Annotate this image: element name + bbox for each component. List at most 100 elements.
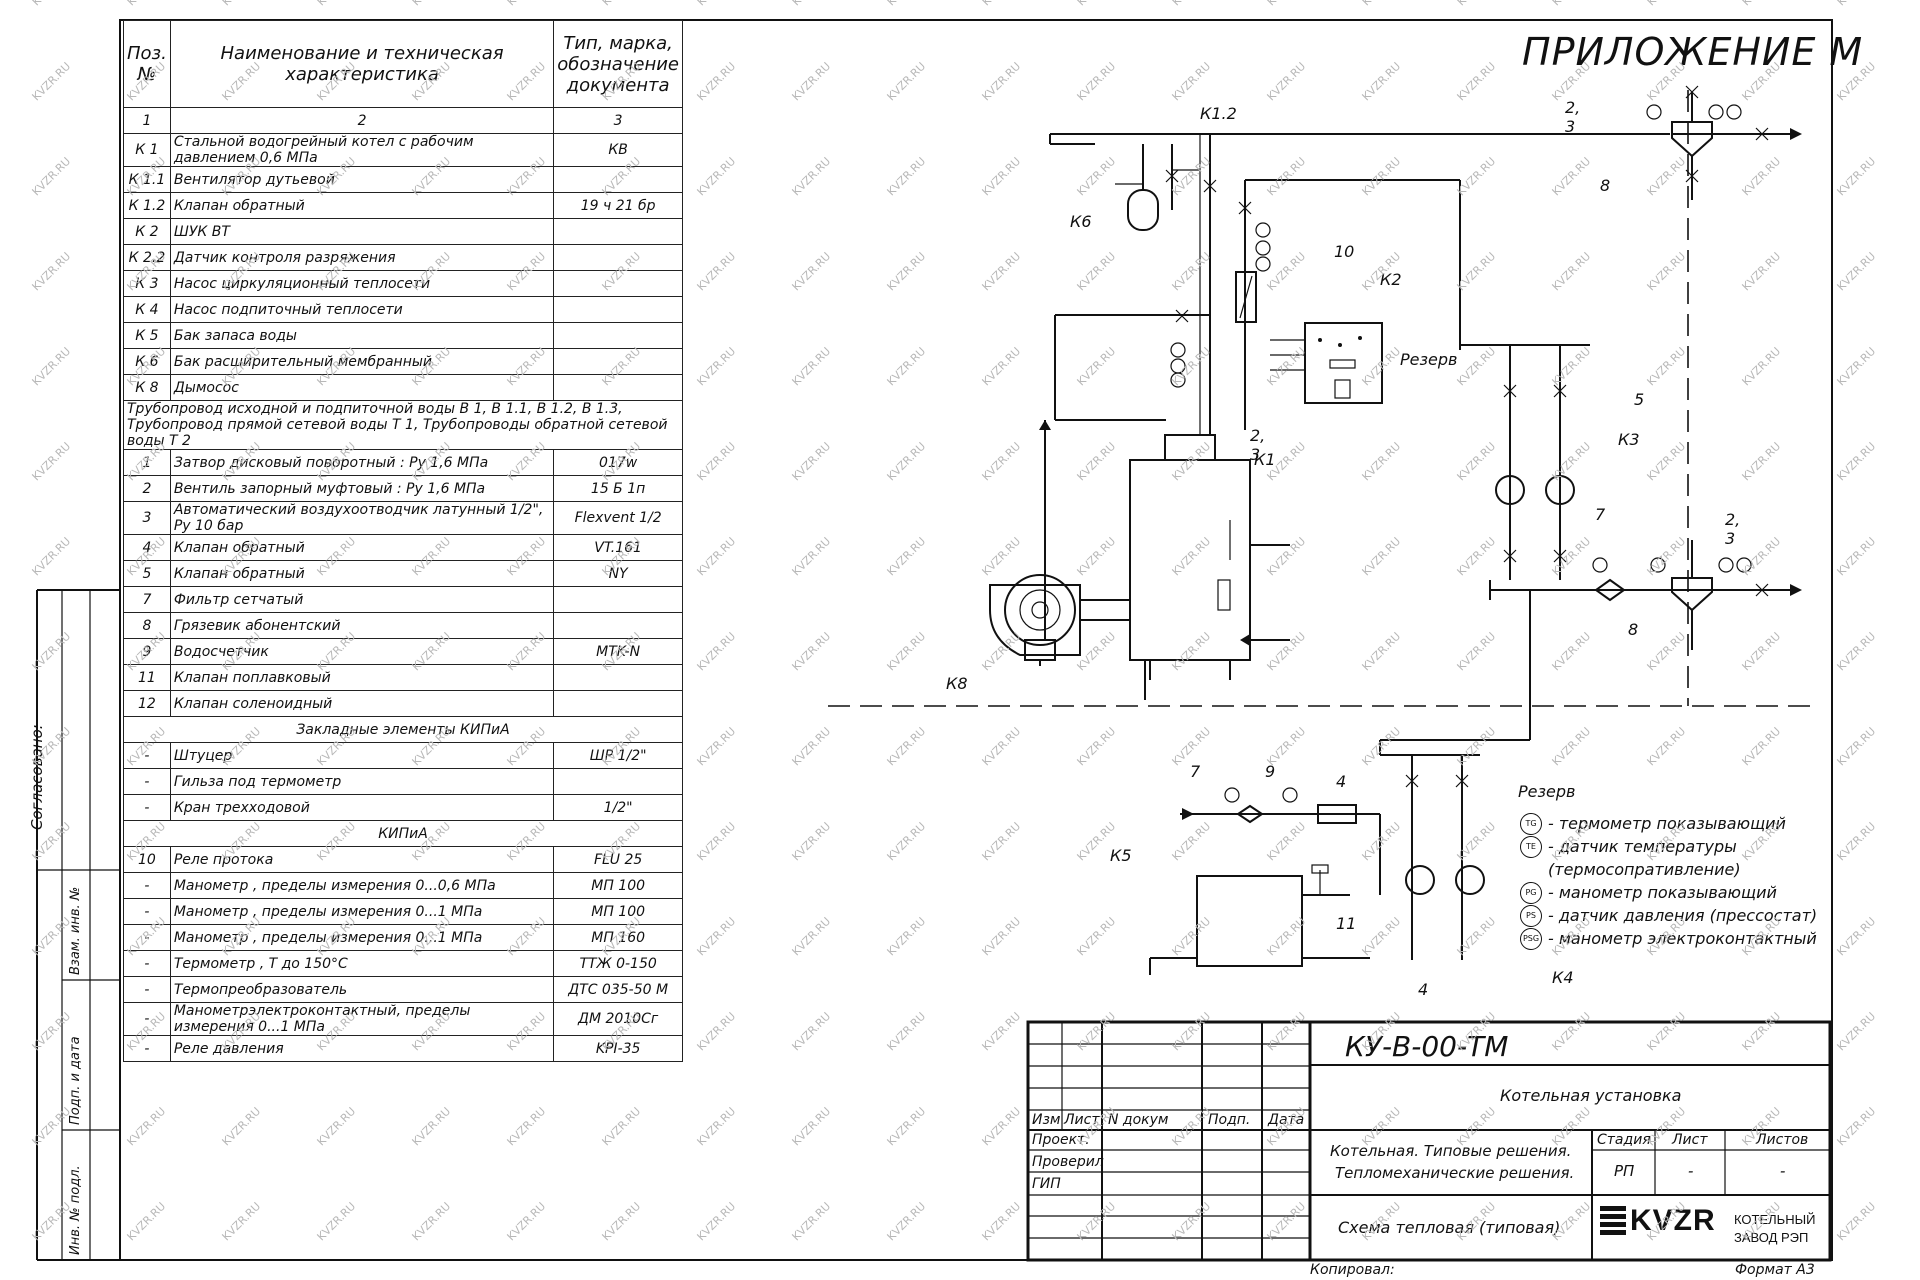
cell-name: ШУК ВТ: [169, 218, 555, 245]
legend-symbol-icon: TE: [1520, 835, 1542, 858]
row-proekt: Проект.: [1032, 1132, 1090, 1148]
cell-pos: -: [123, 1002, 171, 1036]
spec-section-embedded: Закладные элементы КИПиА: [123, 716, 683, 743]
cell-name: Автоматический воздухоотводчик латунный …: [169, 501, 555, 535]
cell-pos: -: [123, 924, 171, 951]
cell-type: [553, 322, 683, 349]
label-n23-c: 2, 3: [1725, 510, 1741, 548]
cell-pos: 7: [123, 586, 171, 613]
cell-pos: 5: [123, 560, 171, 587]
hdr-podp: Подп.: [1208, 1112, 1251, 1128]
cell-name: Клапан обратный: [169, 560, 555, 587]
label-k3: К3: [1618, 430, 1640, 449]
label-n4-a: 4: [1336, 772, 1347, 791]
col-name-header: Наименование и техническая характеристик…: [169, 20, 555, 108]
label-n11: 11: [1336, 914, 1357, 933]
list-value: -: [1688, 1162, 1694, 1180]
cell-pos: К 5: [123, 322, 171, 349]
spec-section-kip: КИПиА: [123, 820, 683, 847]
exhauster-k8: [989, 574, 1130, 666]
cell-type: [553, 218, 683, 245]
label-k1: К1: [1254, 450, 1276, 469]
label-n5: 5: [1634, 390, 1645, 409]
cell-type: ДМ 2010Сг: [553, 1002, 683, 1036]
label-n8-b: 8: [1628, 620, 1639, 639]
cell-type: ШР 1/2": [553, 742, 683, 769]
doc-code: КУ-В-00-ТМ: [1345, 1030, 1509, 1063]
cell-type: VT.161: [553, 534, 683, 561]
inv-label: Инв. № подл.: [68, 1165, 83, 1255]
left-stamp-frame: [36, 589, 120, 1261]
cell-pos: -: [123, 898, 171, 925]
cell-name: Насос циркуляционный теплосети: [169, 270, 555, 297]
cell-name: Кран трехходовой: [169, 794, 555, 821]
legend-item: PSG - манометр электроконтактный: [1520, 927, 1817, 950]
legend-text: (термосопративление): [1548, 860, 1741, 879]
cell-pos: 1: [123, 449, 171, 476]
cell-pos: К 3: [123, 270, 171, 297]
cell-name: Стальной водогрейный котел с рабочим дав…: [169, 133, 555, 167]
label-reserve-1: Резерв: [1400, 350, 1458, 369]
legend-symbol-icon: PG: [1520, 881, 1542, 904]
boiler-riser: [1165, 134, 1217, 435]
label-reserve-2: Резерв: [1518, 782, 1576, 801]
cell-name: Грязевик абонентский: [169, 612, 555, 639]
cell-type: [553, 166, 683, 193]
legend-item: PG - манометр показывающий: [1520, 881, 1817, 904]
cell-name: Термопреобразователь: [169, 976, 555, 1003]
cell-name: Водосчетчик: [169, 638, 555, 665]
legend-text: - манометр показывающий: [1548, 883, 1777, 902]
cell-type: 19 ч 21 бр: [553, 192, 683, 219]
cell-type: FLU 25: [553, 846, 683, 873]
cell-pos: -: [123, 976, 171, 1003]
specification-table: Поз. № Наименование и техническая характ…: [123, 20, 683, 1062]
mud-collector-top: [1646, 85, 1769, 200]
supply-header-pipe: [1049, 128, 1802, 145]
cell-type: 15 Б 1п: [553, 475, 683, 502]
control-cabinet-k2: [1270, 322, 1383, 404]
cell-name: Манометр , пределы измерения 0...1 МПа: [169, 898, 555, 925]
cell-pos: 12: [123, 690, 171, 717]
legend-text: - датчик температуры: [1548, 837, 1737, 856]
cell-pos: -: [123, 1035, 171, 1062]
cell-type: КВ: [553, 133, 683, 167]
cell-pos: -: [123, 950, 171, 977]
company-line-2: ЗАВОД РЭП: [1734, 1230, 1809, 1245]
legend-item: TG- термометр показывающий: [1520, 812, 1817, 835]
format-label: Формат А3: [1735, 1262, 1815, 1278]
legend-symbol-icon: PSG: [1520, 927, 1542, 950]
makeup-line: [1379, 739, 1530, 960]
stadia-value: РП: [1614, 1162, 1635, 1180]
label-k8: К8: [946, 674, 968, 693]
cell-pos: К 1: [123, 133, 171, 167]
label-k2: К2: [1380, 270, 1402, 289]
boiler-k1: [1129, 434, 1290, 700]
table-row: -Гильза под термометр: [123, 768, 683, 795]
cell-pos: К 2: [123, 218, 171, 245]
cell-pos: -: [123, 872, 171, 899]
hdr-stadia: Стадия: [1597, 1132, 1651, 1148]
cell-pos: К 4: [123, 296, 171, 323]
num-cell: 1: [123, 107, 171, 134]
legend-text: - манометр электроконтактный: [1548, 929, 1817, 948]
cell-type: [553, 768, 683, 795]
cell-name: Бак запаса воды: [169, 322, 555, 349]
section-label: КИПиА: [123, 820, 683, 847]
cell-pos: 3: [123, 501, 171, 535]
cell-name: Клапан обратный: [169, 534, 555, 561]
